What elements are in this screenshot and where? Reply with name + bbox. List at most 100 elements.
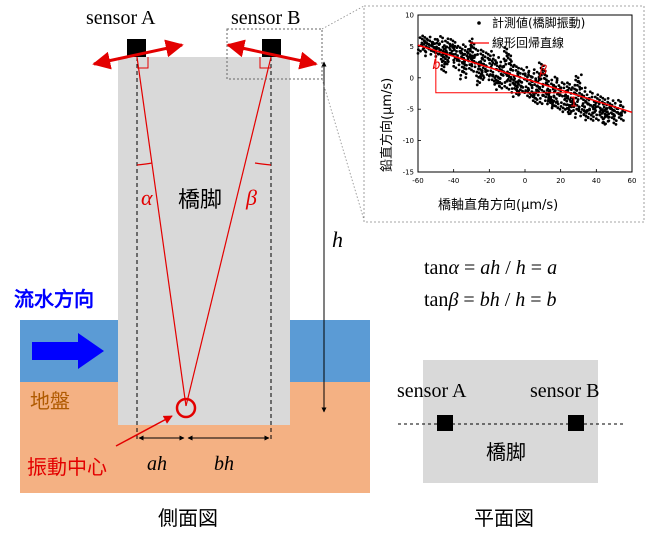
scatter-point <box>459 77 462 81</box>
scatter-point <box>595 113 599 117</box>
scatter-point <box>564 93 568 97</box>
scatter-point <box>582 112 586 116</box>
scatter-point <box>592 107 595 111</box>
scatter-point <box>470 54 474 58</box>
chart-annotation: 1 <box>570 96 578 111</box>
scatter-point <box>580 108 584 111</box>
scatter-point <box>440 67 443 71</box>
scatter-point <box>469 49 472 53</box>
scatter-point <box>587 112 591 116</box>
scatter-point <box>429 52 433 56</box>
scatter-point <box>543 99 547 103</box>
scatter-point <box>528 82 532 86</box>
scatter-point <box>542 64 545 68</box>
scatter-point <box>559 105 563 108</box>
scatter-point <box>452 61 456 64</box>
vibration-center-circle <box>175 397 197 419</box>
scatter-point <box>482 62 486 66</box>
flow-arrow-icon <box>32 333 104 369</box>
x-tick-label: -40 <box>448 177 459 185</box>
scatter-point <box>477 60 481 64</box>
scatter-point <box>573 83 577 87</box>
legend-label-scatter: 計測値(橋脚振動) <box>492 15 585 30</box>
scatter-point <box>423 40 427 44</box>
scatter-point <box>619 117 623 121</box>
scatter-point <box>509 67 513 71</box>
scatter-point <box>518 72 522 75</box>
scatter-point <box>606 100 610 104</box>
scatter-point <box>508 83 512 87</box>
scatter-point <box>576 76 580 80</box>
scatter-point <box>588 103 592 107</box>
scatter-point <box>481 50 485 53</box>
scatter-point <box>445 54 448 58</box>
scatter-point <box>607 116 610 119</box>
beta-arc <box>254 162 272 166</box>
x-tick-label: 0 <box>523 177 527 185</box>
scatter-point <box>452 48 456 52</box>
scatter-point <box>435 47 438 51</box>
scatter-point <box>541 71 545 75</box>
scatter-point <box>500 73 503 76</box>
scatter-point <box>569 96 573 100</box>
scatter-point <box>457 63 461 67</box>
regression-line <box>417 44 633 114</box>
scatter-point <box>470 37 474 41</box>
scatter-point <box>445 62 449 66</box>
scatter-point <box>576 83 579 87</box>
scatter-point <box>472 69 476 73</box>
scatter-point <box>484 51 488 55</box>
scatter-point <box>545 88 549 92</box>
ray-b <box>185 56 272 407</box>
scatter-point <box>491 74 494 78</box>
scatter-point <box>466 51 470 55</box>
alpha-label: α <box>141 185 153 210</box>
scatter-point <box>467 66 471 70</box>
scatter-point <box>494 78 498 82</box>
scatter-point <box>478 81 482 84</box>
scatter-point <box>488 58 492 61</box>
scatter-point <box>452 64 456 68</box>
scatter-point <box>569 88 573 92</box>
scatter-point <box>507 75 511 79</box>
scatter-point <box>464 76 468 79</box>
scatter-point <box>508 58 512 61</box>
scatter-point <box>571 101 575 105</box>
scatter-point <box>559 86 563 90</box>
sensor-b-zoom-box <box>226 28 323 80</box>
scatter-point <box>483 59 487 62</box>
scatter-point <box>475 74 478 78</box>
scatter-point <box>581 104 584 108</box>
scatter-point <box>430 44 434 48</box>
scatter-point <box>566 96 570 100</box>
scatter-point <box>442 69 446 73</box>
scatter-point <box>487 78 491 82</box>
scatter-point <box>444 57 447 61</box>
scatter-point <box>485 73 489 76</box>
scatter-point <box>553 75 557 79</box>
scatter-point <box>428 35 432 39</box>
scatter-point <box>489 73 492 76</box>
scatter-point <box>514 80 518 84</box>
scatter-point <box>588 107 591 111</box>
scatter-point <box>530 86 534 90</box>
scatter-point <box>579 110 583 114</box>
scatter-point <box>523 74 527 77</box>
scatter-point <box>514 68 518 72</box>
scatter-point <box>522 68 525 72</box>
scatter-point <box>529 75 533 78</box>
scatter-point <box>574 96 578 100</box>
scatter-point <box>574 78 578 82</box>
scatter-point <box>551 102 554 106</box>
scatter-point <box>506 56 510 60</box>
scatter-point <box>513 77 517 81</box>
scatter-point <box>581 102 585 105</box>
scatter-point <box>617 98 620 102</box>
scatter-point <box>446 41 450 44</box>
scatter-point <box>475 70 479 74</box>
scatter-point <box>524 89 528 92</box>
scatter-point <box>592 103 596 107</box>
scatter-point <box>590 95 594 99</box>
scatter-point <box>438 52 441 56</box>
